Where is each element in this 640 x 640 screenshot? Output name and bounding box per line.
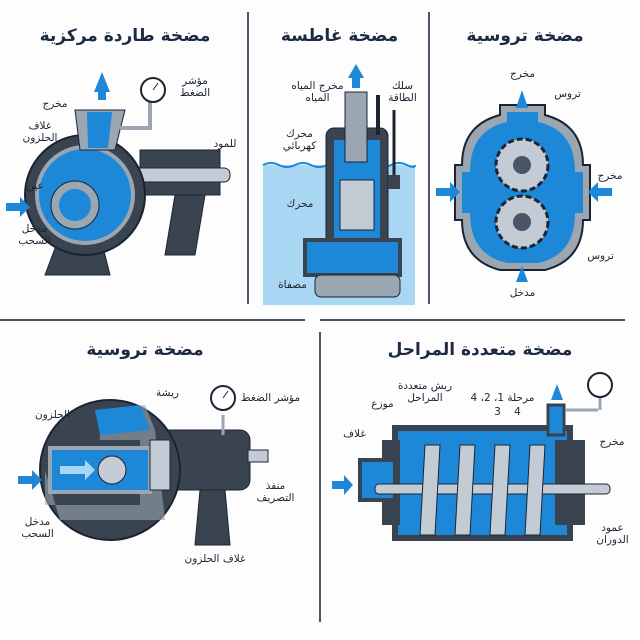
label-shaft: عمود الدوران (596, 522, 629, 546)
pressure-gauge-icon (587, 372, 613, 398)
label-gears-top: تروس (554, 88, 581, 100)
plug-icon (388, 175, 400, 189)
divider (319, 332, 321, 622)
label-motor: محرك (286, 198, 314, 210)
divider (247, 12, 249, 304)
gear-pump-title: مضخة تروسية (466, 26, 584, 46)
label-volute: غلاف الحلزون (22, 120, 58, 144)
outlet-arrow-icon (516, 90, 528, 108)
inlet-arrow-icon (332, 475, 353, 495)
label-electric-motor: محرك كهربائي (282, 128, 317, 152)
multistage-pump-title: مضخة متعددة المراحل (387, 340, 573, 360)
centrifugal-pump-illustration (6, 72, 231, 276)
label-suction: مدخل السحب (18, 223, 51, 247)
outlet-arrow-icon (94, 72, 110, 100)
submersible-pump-illustration (262, 64, 416, 305)
label-suction: مدخل السحب (21, 516, 54, 540)
gear-cutaway-pump-illustration (18, 385, 269, 546)
gear-pump-illustration (436, 90, 612, 282)
label-stage-4: 4 (514, 406, 521, 418)
label-discharge: منفذ التصريف (256, 480, 295, 504)
inlet-arrow-icon (436, 182, 460, 202)
label-multistage-impellers: ريش متعددة المراحل (397, 380, 453, 404)
label-eye: عين (26, 180, 44, 192)
multistage-pump-illustration (332, 372, 613, 541)
label-gauge: مؤشر الضغط (179, 75, 211, 99)
label-motor: للمود (213, 138, 237, 150)
label-inlet: مدخل (509, 287, 536, 299)
inlet-arrow-icon (516, 266, 528, 282)
label-water-outlet: مخرج المياه المياه (291, 80, 344, 104)
label-strainer: مصفاة (278, 279, 307, 291)
gear-cutaway-pump-title: مضخة تروسية (86, 340, 204, 360)
label-stage-3: 3 (494, 406, 501, 418)
inlet-arrow-icon (588, 182, 612, 202)
label-vane: ريشة (156, 387, 179, 399)
label-outlet: مخرج (599, 436, 625, 448)
outlet-arrow-icon (348, 64, 364, 88)
inlet-arrow-icon (18, 470, 42, 490)
label-power-cable: سلك الطاقة (388, 80, 417, 104)
divider (0, 319, 305, 321)
inlet-arrow-icon (6, 197, 30, 217)
label-outlet: مخرج (42, 98, 68, 110)
label-outlet-right: مخرج (597, 170, 623, 182)
centrifugal-pump-title: مضخة طاردة مركزية (39, 26, 211, 46)
label-stages: مرحلة 1، 2، 4 (470, 392, 535, 404)
label-gauge: مؤشر الضغط (240, 392, 301, 404)
divider (320, 319, 625, 321)
label-volute-casing: غلاف الحلزون (184, 553, 246, 565)
label-outlet-top: مخرج (510, 68, 535, 80)
label-volute: الحلزون (35, 409, 70, 421)
label-diffuser: موزع (371, 398, 394, 410)
strainer-mesh (314, 274, 401, 298)
label-gears-bottom: تروس (587, 250, 614, 262)
divider (428, 12, 430, 304)
outlet-arrow-icon (551, 384, 563, 400)
submersible-pump-title: مضخة غاطسة (280, 26, 399, 46)
label-casing: غلاف (343, 428, 366, 440)
